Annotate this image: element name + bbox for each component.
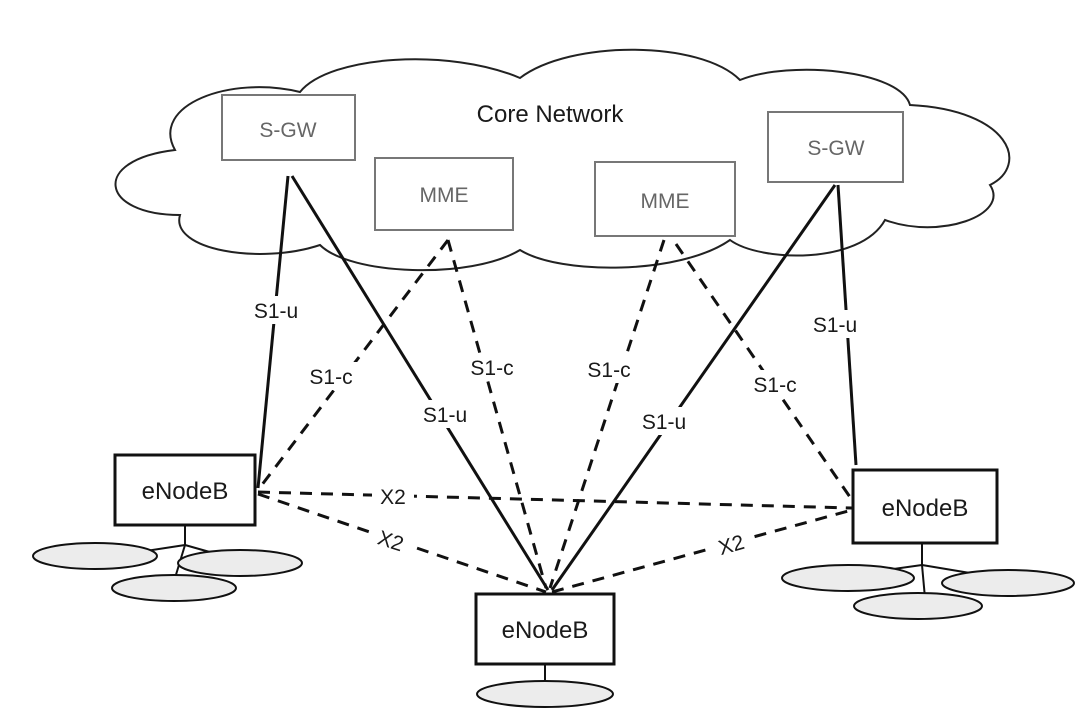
mme-right-node: MME bbox=[594, 161, 736, 237]
enodeb-left-label: eNodeB bbox=[142, 478, 229, 505]
x2-link-enbbottom-enbright bbox=[551, 508, 853, 594]
s1c-link-mmeleft-enbbottom bbox=[446, 239, 548, 589]
s1u-link-sgwleft-enbbottom bbox=[290, 175, 550, 591]
enodeb-right-label: eNodeB bbox=[882, 495, 969, 522]
sgw-right-node: S-GW bbox=[767, 111, 904, 183]
s1u-link-sgwleft-enbleft bbox=[256, 175, 290, 489]
cell-icon bbox=[476, 680, 614, 708]
label-s1c-2: S1-c bbox=[470, 357, 513, 380]
s1u-link-sgwright-enbbottom bbox=[550, 184, 837, 591]
sgw-left-node: S-GW bbox=[221, 94, 356, 161]
label-s1u-4: S1-u bbox=[813, 314, 857, 337]
label-s1u-3: S1-u bbox=[642, 411, 686, 434]
label-s1c-3: S1-c bbox=[587, 359, 630, 382]
mme-right-label: MME bbox=[641, 190, 690, 213]
cell-icon bbox=[111, 574, 237, 602]
sgw-right-label: S-GW bbox=[807, 137, 864, 160]
enodeb-left: eNodeB bbox=[32, 453, 303, 602]
label-x2-1: X2 bbox=[380, 486, 406, 509]
s1c-link-mmeright-enbbottom bbox=[548, 239, 666, 589]
x2-link-enbleft-enbright bbox=[257, 490, 853, 510]
sgw-left-label: S-GW bbox=[259, 119, 316, 142]
label-s1c-4: S1-c bbox=[753, 374, 796, 397]
core-network-title: Core Network bbox=[477, 101, 625, 128]
cell-icon bbox=[941, 569, 1075, 597]
mme-left-node: MME bbox=[374, 157, 514, 231]
label-s1u-1: S1-u bbox=[254, 300, 298, 323]
cell-icon bbox=[177, 549, 303, 577]
label-s1c-1: S1-c bbox=[309, 366, 352, 389]
label-s1u-2: S1-u bbox=[423, 404, 467, 427]
cell-icon bbox=[781, 564, 915, 592]
mme-left-label: MME bbox=[420, 184, 469, 207]
cell-icon bbox=[32, 542, 158, 570]
enodeb-bottom: eNodeB bbox=[474, 592, 616, 708]
cell-icon bbox=[853, 592, 983, 620]
link-labels: S1-u S1-c S1-u S1-c S1-c S1-u S1-c S1-u … bbox=[244, 296, 868, 564]
enodeb-right: eNodeB bbox=[781, 468, 1075, 620]
enodeb-bottom-label: eNodeB bbox=[502, 617, 589, 644]
